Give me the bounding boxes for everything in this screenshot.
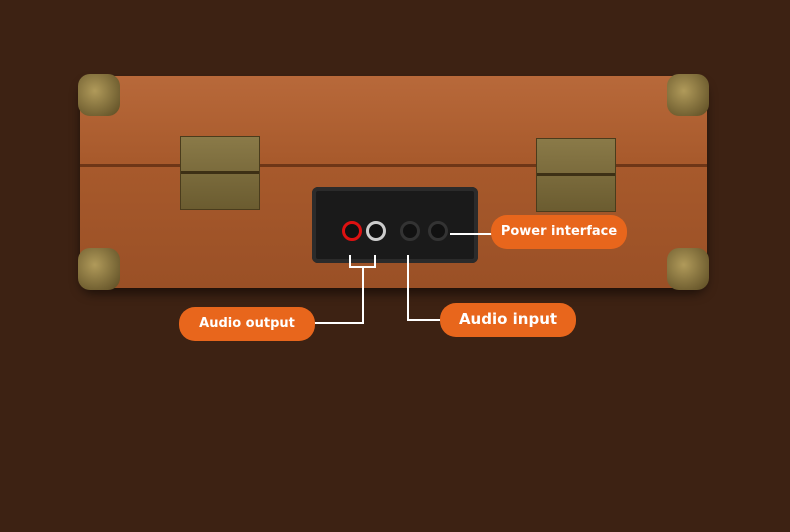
connector-panel: [312, 187, 478, 263]
output-leader: [349, 255, 351, 267]
input-leader: [407, 255, 409, 321]
aux-input-jack: [400, 221, 420, 241]
output-leader: [362, 266, 364, 324]
corner-guard: [78, 248, 120, 290]
power-interface-label: Power interface: [491, 215, 627, 249]
hinge: [536, 138, 616, 212]
rca-red-jack: [342, 221, 362, 241]
audio-output-label: Audio output: [179, 307, 315, 341]
output-leader: [374, 255, 376, 267]
output-leader: [314, 322, 364, 324]
power-jack: [428, 221, 448, 241]
corner-guard: [667, 248, 709, 290]
case-seam: [80, 164, 707, 167]
hinge: [180, 136, 260, 210]
rca-white-jack: [366, 221, 386, 241]
corner-guard: [78, 74, 120, 116]
corner-guard: [667, 74, 709, 116]
audio-input-label: Audio input: [440, 303, 576, 337]
power-leader: [450, 233, 492, 235]
input-leader: [407, 319, 441, 321]
